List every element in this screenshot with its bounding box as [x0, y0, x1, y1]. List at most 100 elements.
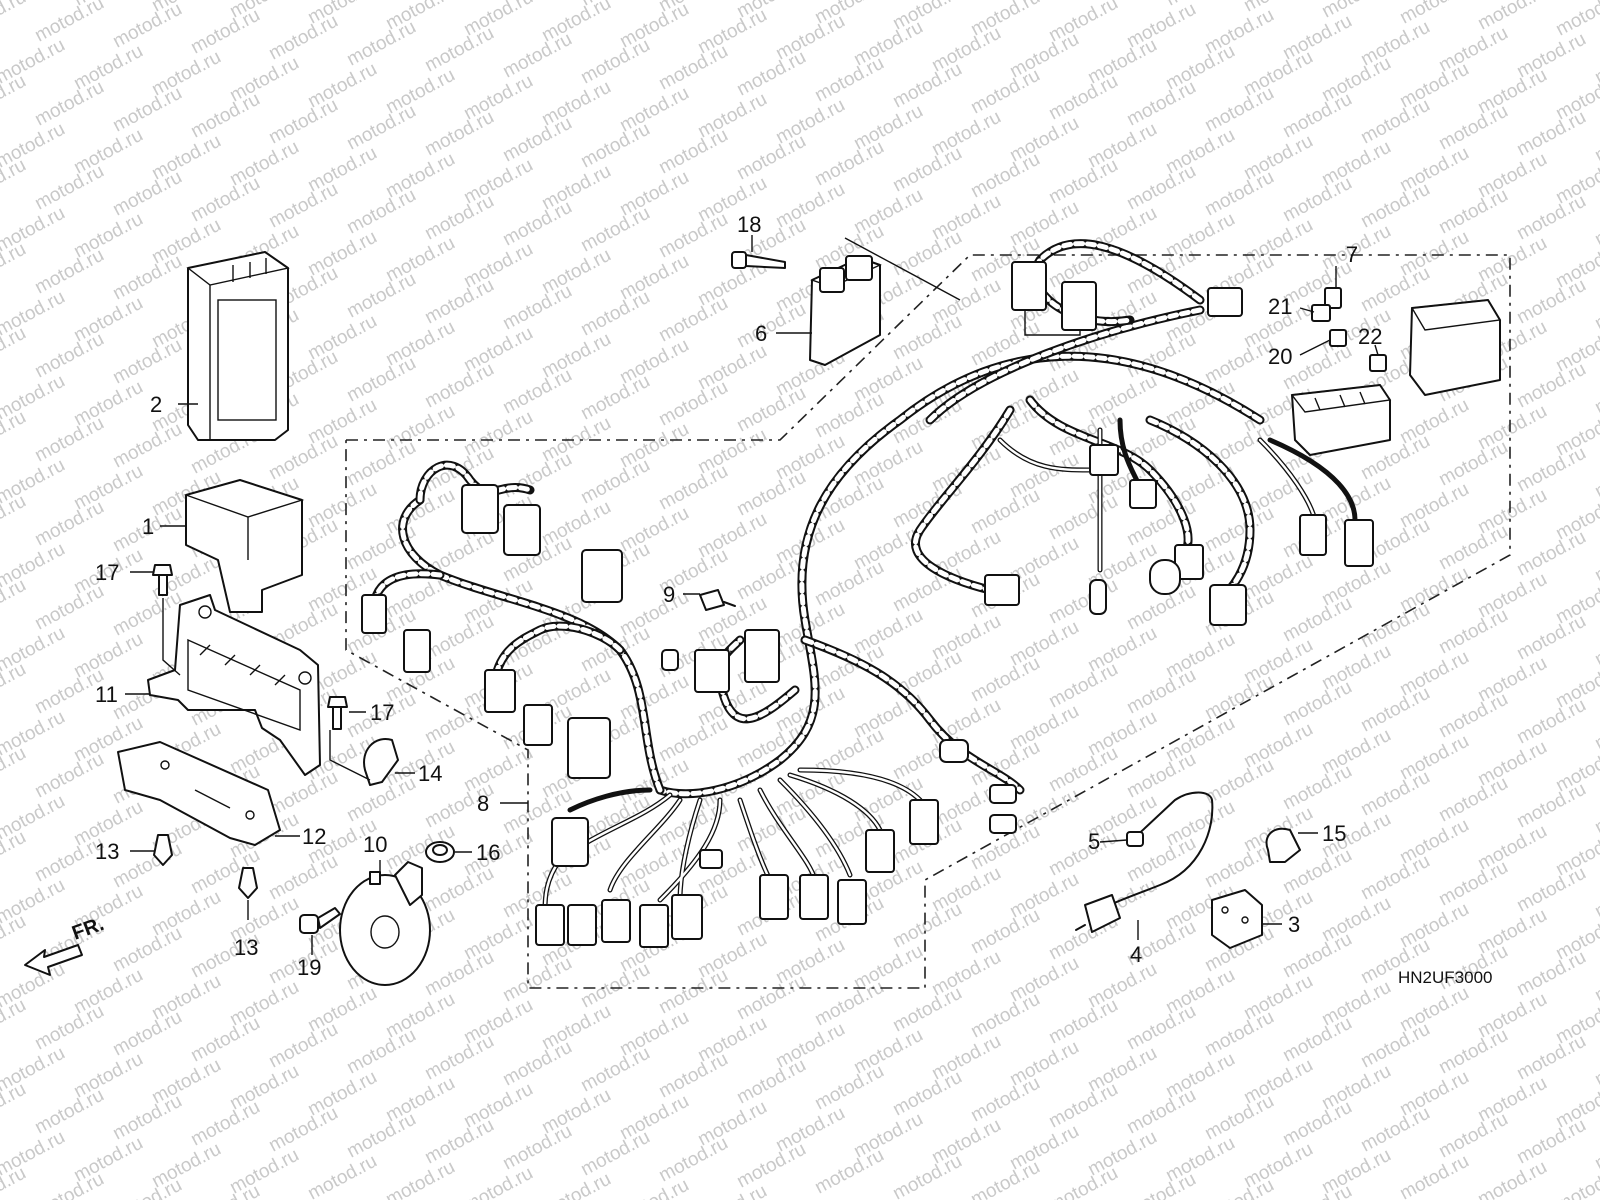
watermark-text: motod.ru — [1591, 1121, 1600, 1175]
watermark-text: motod.ru — [109, 923, 185, 977]
watermark-text: motod.ru — [1396, 1151, 1472, 1200]
watermark-text: motod.ru — [109, 1091, 185, 1145]
watermark-text: motod.ru — [1279, 593, 1355, 647]
watermark-text: motod.ru — [187, 173, 263, 227]
watermark-text: motod.ru — [1357, 683, 1433, 737]
watermark-text: motod.ru — [421, 863, 497, 917]
watermark-text: motod.ru — [187, 1181, 263, 1200]
sensor-parts — [1075, 791, 1263, 949]
watermark-text: motod.ru — [1513, 1115, 1589, 1169]
watermark-text: motod.ru — [577, 203, 653, 257]
watermark-text: motod.ru — [733, 299, 809, 353]
callout-2: 2 — [150, 392, 162, 417]
watermark-text: motod.ru — [1513, 863, 1589, 917]
watermark-text: motod.ru — [31, 77, 107, 131]
watermark-text: motod.ru — [1513, 191, 1589, 245]
watermark-text: motod.ru — [889, 899, 965, 953]
watermark-text: motod.ru — [655, 713, 731, 767]
watermark-text: motod.ru — [421, 947, 497, 1001]
watermark-text: motod.ru — [109, 335, 185, 389]
watermark-text: motod.ru — [0, 407, 30, 461]
watermark-text: motod.ru — [1357, 95, 1433, 149]
watermark-text: motod.ru — [577, 1043, 653, 1097]
watermark-text: motod.ru — [1591, 785, 1600, 839]
watermark-text: motod.ru — [0, 575, 30, 629]
watermark-text: motod.ru — [733, 971, 809, 1025]
watermark-text: motod.ru — [1513, 1031, 1589, 1085]
ecu-module-part — [186, 251, 290, 441]
watermark-text: motod.ru — [31, 497, 107, 551]
watermark-text: motod.ru — [1357, 599, 1433, 653]
watermark-text: motod.ru — [1591, 365, 1600, 419]
callout-18: 18 — [737, 212, 761, 237]
watermark-text: motod.ru — [1045, 995, 1121, 1049]
watermark-text: motod.ru — [655, 125, 731, 179]
watermark-text: motod.ru — [1201, 167, 1277, 221]
fuse-box-part — [1290, 299, 1502, 456]
watermark-text: motod.ru — [31, 329, 107, 383]
watermark-text: motod.ru — [967, 905, 1043, 959]
watermark-text: motod.ru — [967, 149, 1043, 203]
watermark-text: motod.ru — [1045, 827, 1121, 881]
watermark-text: motod.ru — [1591, 533, 1600, 587]
watermark-text: motod.ru — [499, 365, 575, 419]
watermark-text: motod.ru — [0, 659, 30, 713]
watermark-text: motod.ru — [1435, 689, 1511, 743]
watermark-text: motod.ru — [655, 1049, 731, 1103]
watermark-text: motod.ru — [1045, 1079, 1121, 1133]
watermark-text: motod.ru — [733, 467, 809, 521]
watermark-text: motod.ru — [967, 485, 1043, 539]
watermark-text: motod.ru — [0, 323, 30, 377]
watermark-text: motod.ru — [1591, 869, 1600, 923]
watermark-text: motod.ru — [109, 251, 185, 305]
watermark-text: motod.ru — [187, 1097, 263, 1151]
watermark-text: motod.ru — [733, 383, 809, 437]
callout-17-upper: 17 — [95, 560, 119, 585]
watermark-text: motod.ru — [1045, 1163, 1121, 1200]
watermark-text: motod.ru — [1279, 1097, 1355, 1151]
watermark-text: motod.ru — [499, 1037, 575, 1091]
watermark-text: motod.ru — [499, 113, 575, 167]
watermark-text: motod.ru — [577, 35, 653, 89]
watermark-text: motod.ru — [655, 1133, 731, 1187]
control-module-part — [809, 255, 882, 366]
watermark-text: motod.ru — [265, 1019, 341, 1073]
watermark-text: motod.ru — [538, 1169, 614, 1200]
watermark-text: motod.ru — [1552, 1163, 1600, 1200]
watermark-text: motod.ru — [31, 161, 107, 215]
watermark-text: motod.ru — [109, 419, 185, 473]
watermark-text: motod.ru — [0, 911, 30, 965]
watermark-text: motod.ru — [1045, 575, 1121, 629]
callout-9: 9 — [663, 582, 675, 607]
watermark-text: motod.ru — [889, 311, 965, 365]
callout-15: 15 — [1322, 821, 1346, 846]
watermark-text: motod.ru — [1279, 1181, 1355, 1200]
callout-20: 20 — [1268, 344, 1292, 369]
watermark-text: motod.ru — [967, 1157, 1043, 1200]
watermark-text: motod.ru — [265, 11, 341, 65]
watermark-text: motod.ru — [889, 983, 965, 1037]
watermark-text: motod.ru — [811, 1061, 887, 1115]
watermark-text: motod.ru — [343, 1109, 419, 1163]
watermark-text: motod.ru — [421, 1031, 497, 1085]
callout-13-upper: 13 — [95, 839, 119, 864]
watermark-text: motod.ru — [733, 1139, 809, 1193]
watermark-text: motod.ru — [1513, 359, 1589, 413]
callout-11: 11 — [95, 682, 118, 707]
callout-21: 21 — [1268, 294, 1292, 319]
watermark-text: motod.ru — [1591, 281, 1600, 335]
watermark-text: motod.ru — [421, 191, 497, 245]
watermark-text: motod.ru — [109, 0, 185, 52]
watermark-text: motod.ru — [1279, 1013, 1355, 1067]
watermark-text: motod.ru — [499, 29, 575, 83]
watermark-text: motod.ru — [655, 965, 731, 1019]
watermark-text: motod.ru — [109, 587, 185, 641]
watermark-text: motod.ru — [1435, 185, 1511, 239]
watermark-text: motod.ru — [0, 995, 30, 1049]
watermark-text: motod.ru — [889, 1067, 965, 1121]
watermark-text: motod.ru — [811, 137, 887, 191]
watermark-text: motod.ru — [1513, 527, 1589, 581]
watermark-text: motod.ru — [1513, 275, 1589, 329]
watermark-text: motod.ru — [889, 143, 965, 197]
watermark-text: motod.ru — [889, 227, 965, 281]
